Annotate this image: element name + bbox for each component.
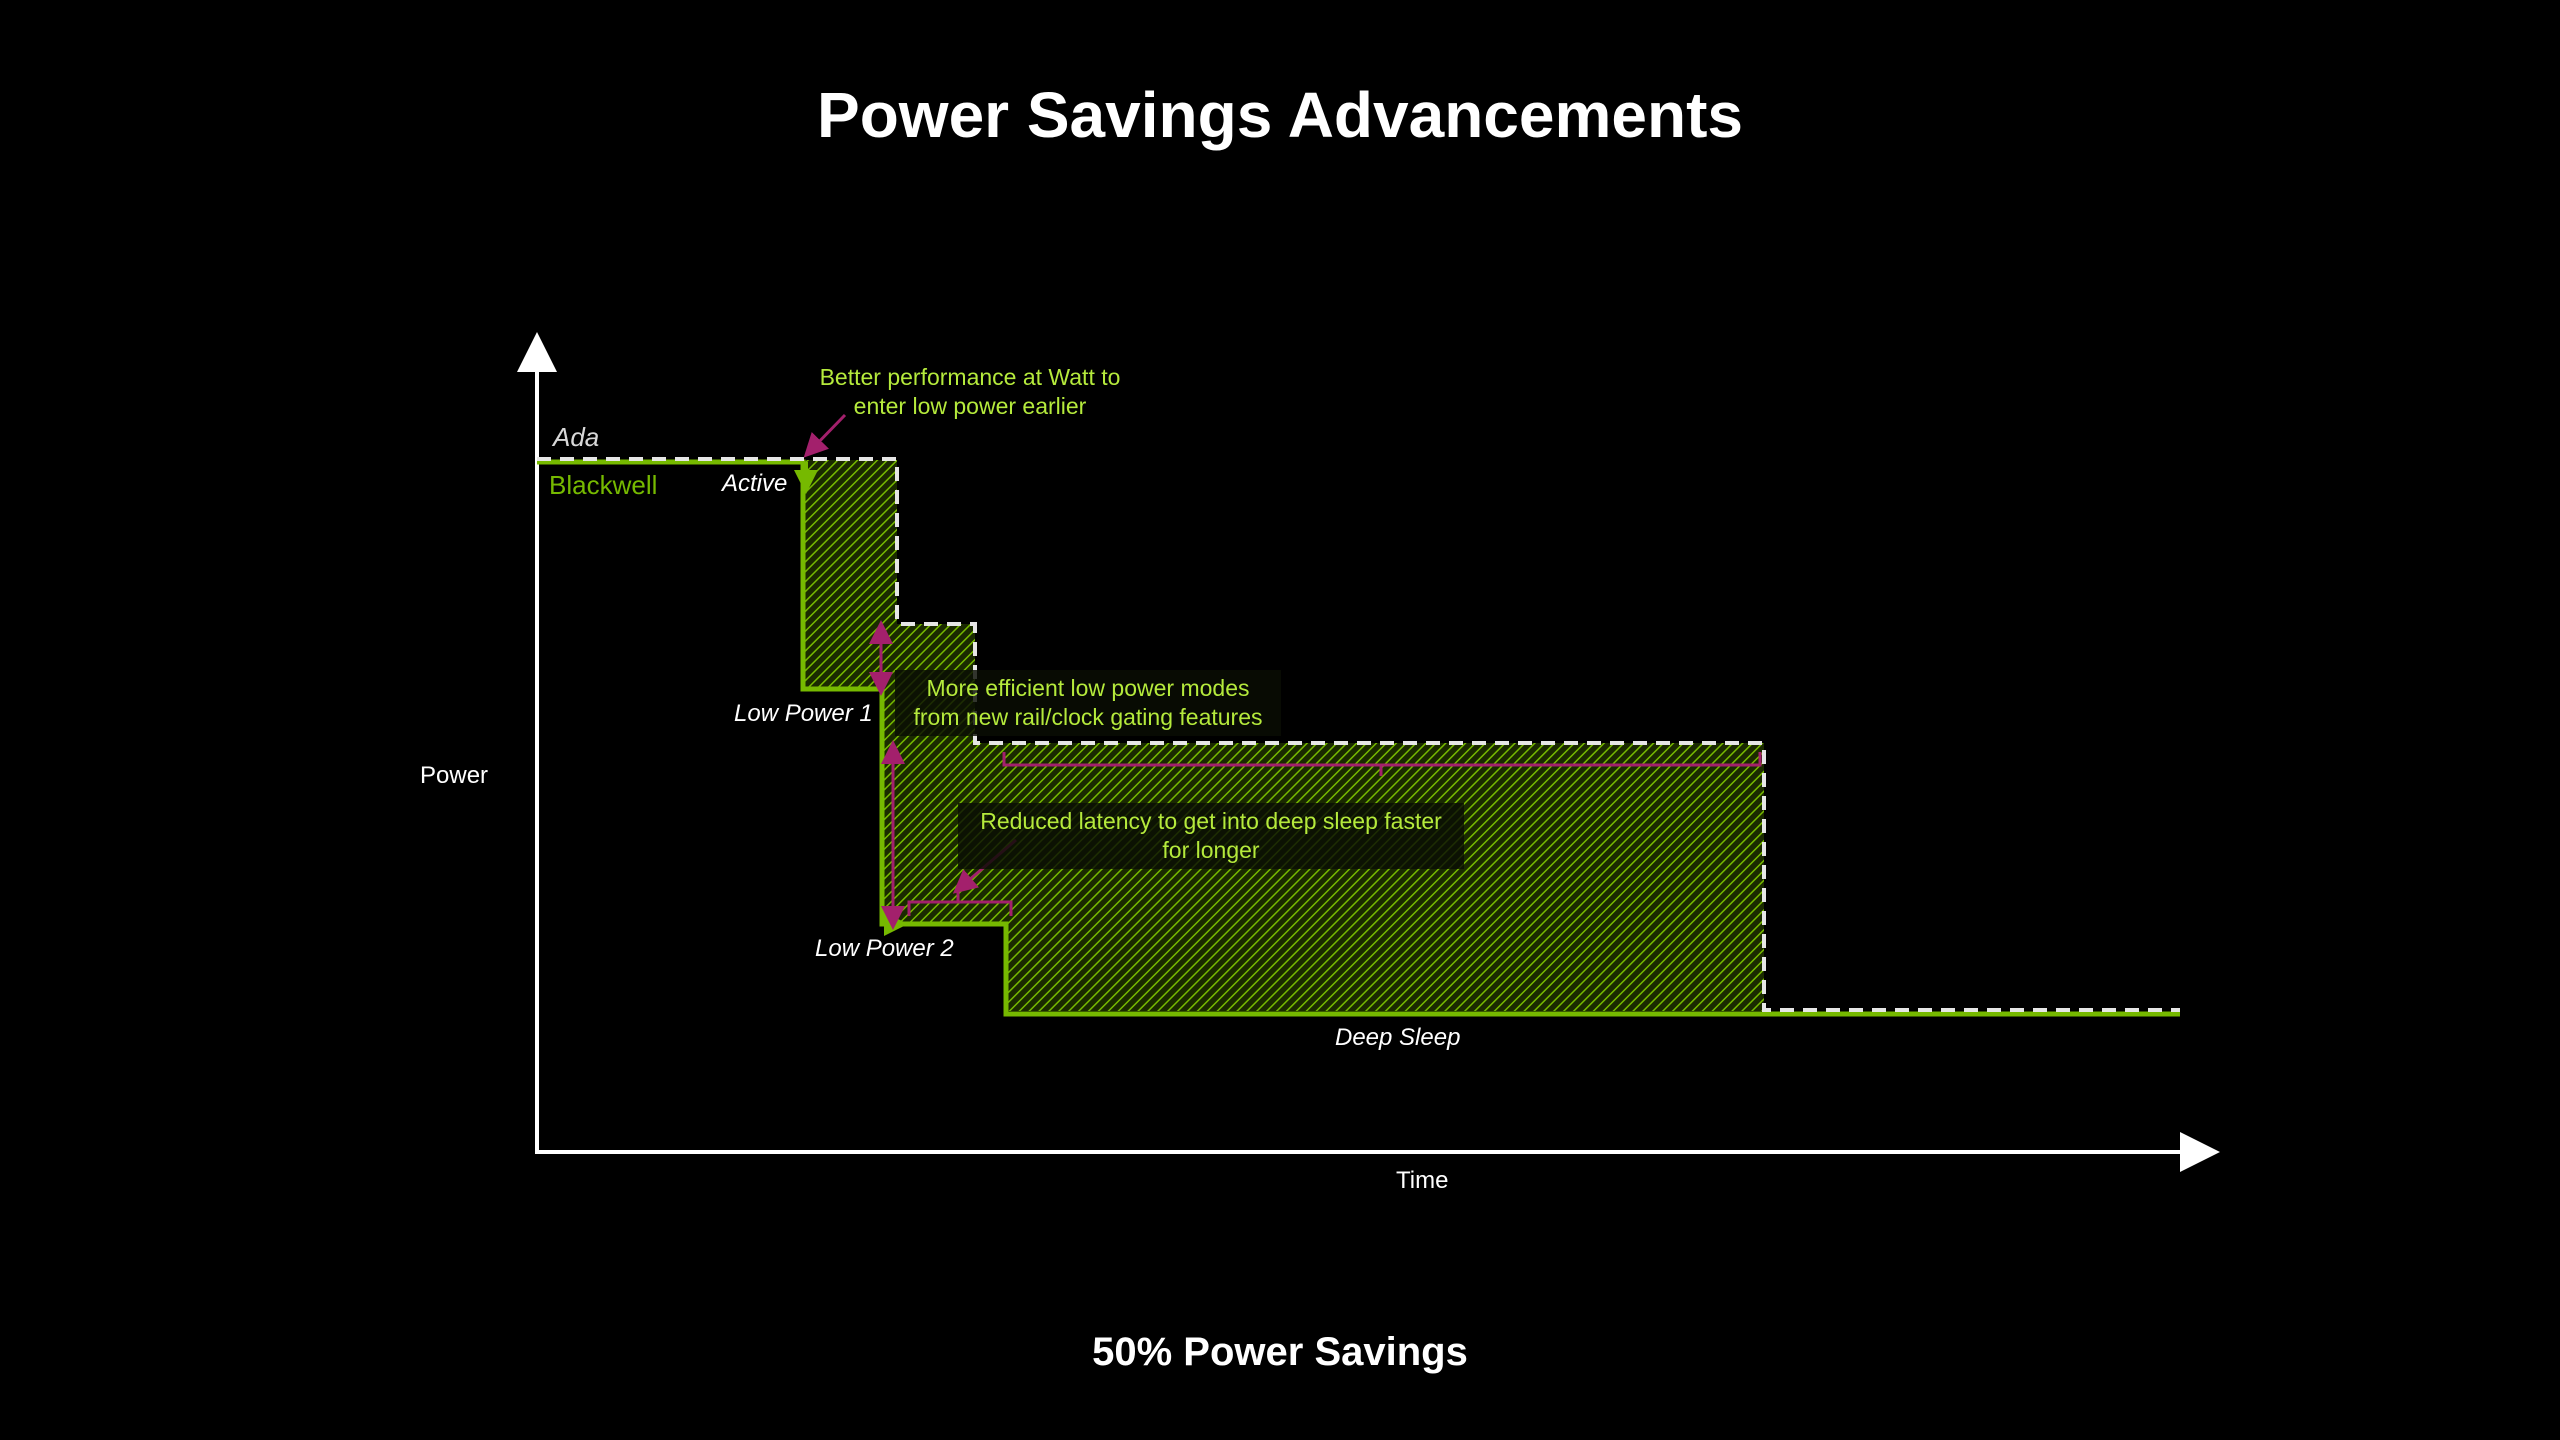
annotation-line: Reduced latency to get into deep sleep f…: [980, 808, 1442, 834]
page-title: Power Savings Advancements: [817, 79, 1743, 151]
state-label-deep-sleep: Deep Sleep: [1335, 1024, 1461, 1051]
annotation-line: enter low power earlier: [853, 393, 1087, 419]
annotation-performance: Better performance at Watt to enter low …: [780, 363, 1160, 421]
annotation-line: for longer: [1162, 837, 1260, 863]
annotation-line: from new rail/clock gating features: [913, 704, 1263, 730]
series-label-ada: Ada: [553, 422, 600, 452]
annotation-latency: Reduced latency to get into deep sleep f…: [958, 803, 1464, 869]
ada-line: [537, 457, 2180, 1012]
deep-sleep-bracket: [1002, 752, 1762, 776]
state-label-low-power-1: Low Power 1: [734, 700, 873, 727]
perf-pointer: [803, 413, 847, 458]
annotation-low-power-modes: More efficient low power modes from new …: [895, 670, 1281, 736]
annotation-line: Better performance at Watt to: [819, 364, 1121, 390]
series-label-blackwell: Blackwell: [549, 470, 658, 500]
state-label-active: Active: [722, 470, 788, 497]
x-axis-label: Time: [1396, 1167, 1449, 1194]
footer-summary: 50% Power Savings: [1092, 1330, 1468, 1374]
state-label-low-power-2: Low Power 2: [815, 935, 954, 962]
savings-hatched-area: [803, 460, 1764, 1011]
annotation-line: More efficient low power modes: [926, 675, 1250, 701]
y-axis-label: Power: [420, 762, 489, 789]
